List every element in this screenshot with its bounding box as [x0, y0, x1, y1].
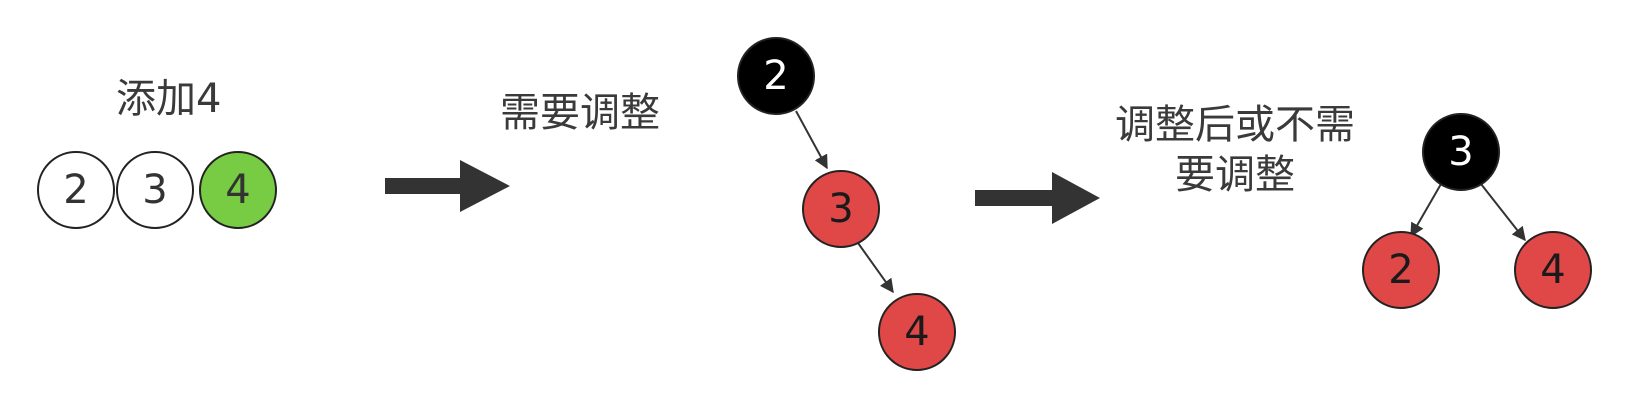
transition-arrow	[385, 160, 510, 212]
tree-node-circle	[1514, 231, 1592, 309]
tree-edge	[795, 110, 828, 170]
tree-edge	[1410, 183, 1442, 238]
tree-node: 4	[878, 293, 956, 371]
tree-node-circle	[1422, 113, 1500, 191]
tree-node-value: 4	[904, 309, 929, 355]
array-item: 3	[116, 151, 194, 229]
array-row: 2 3 4	[37, 151, 277, 229]
array-cell	[37, 151, 115, 229]
tree-node: 3	[802, 170, 880, 248]
arrow-shaft	[975, 190, 1055, 206]
tree-edge	[857, 242, 894, 294]
array-cell-value: 4	[225, 167, 250, 213]
tree-node: 2	[737, 37, 815, 115]
tree-after: 3 2 4	[1362, 113, 1592, 309]
tree-edge	[1480, 183, 1526, 242]
tree-node-value: 2	[1388, 247, 1413, 293]
tree-before: 2 3 4	[737, 37, 956, 371]
transition-arrow	[975, 172, 1100, 224]
array-cell-highlighted	[199, 151, 277, 229]
tree-node: 4	[1514, 231, 1592, 309]
array-item: 4	[199, 151, 277, 229]
tree-node-value: 2	[763, 53, 788, 99]
tree-node-circle	[737, 37, 815, 115]
tree-node-value: 3	[828, 186, 853, 232]
tree-node-circle	[1362, 231, 1440, 309]
tree-node-value: 3	[1448, 129, 1473, 175]
tree-node-circle	[878, 293, 956, 371]
tree-node-value: 4	[1540, 247, 1565, 293]
array-cell	[116, 151, 194, 229]
step-note: 调整后或不需要调整	[1115, 102, 1355, 198]
tree-node-circle	[802, 170, 880, 248]
array-item: 2	[37, 151, 115, 229]
step-title: 添加4	[116, 76, 222, 122]
tree-node: 2	[1362, 231, 1440, 309]
tree-node: 3	[1422, 113, 1500, 191]
array-cell-value: 3	[142, 167, 167, 213]
array-cell-value: 2	[63, 167, 88, 213]
arrow-head	[1052, 172, 1100, 224]
step-note: 需要调整	[500, 90, 660, 136]
arrow-shaft	[385, 178, 463, 194]
arrow-head	[460, 160, 510, 212]
